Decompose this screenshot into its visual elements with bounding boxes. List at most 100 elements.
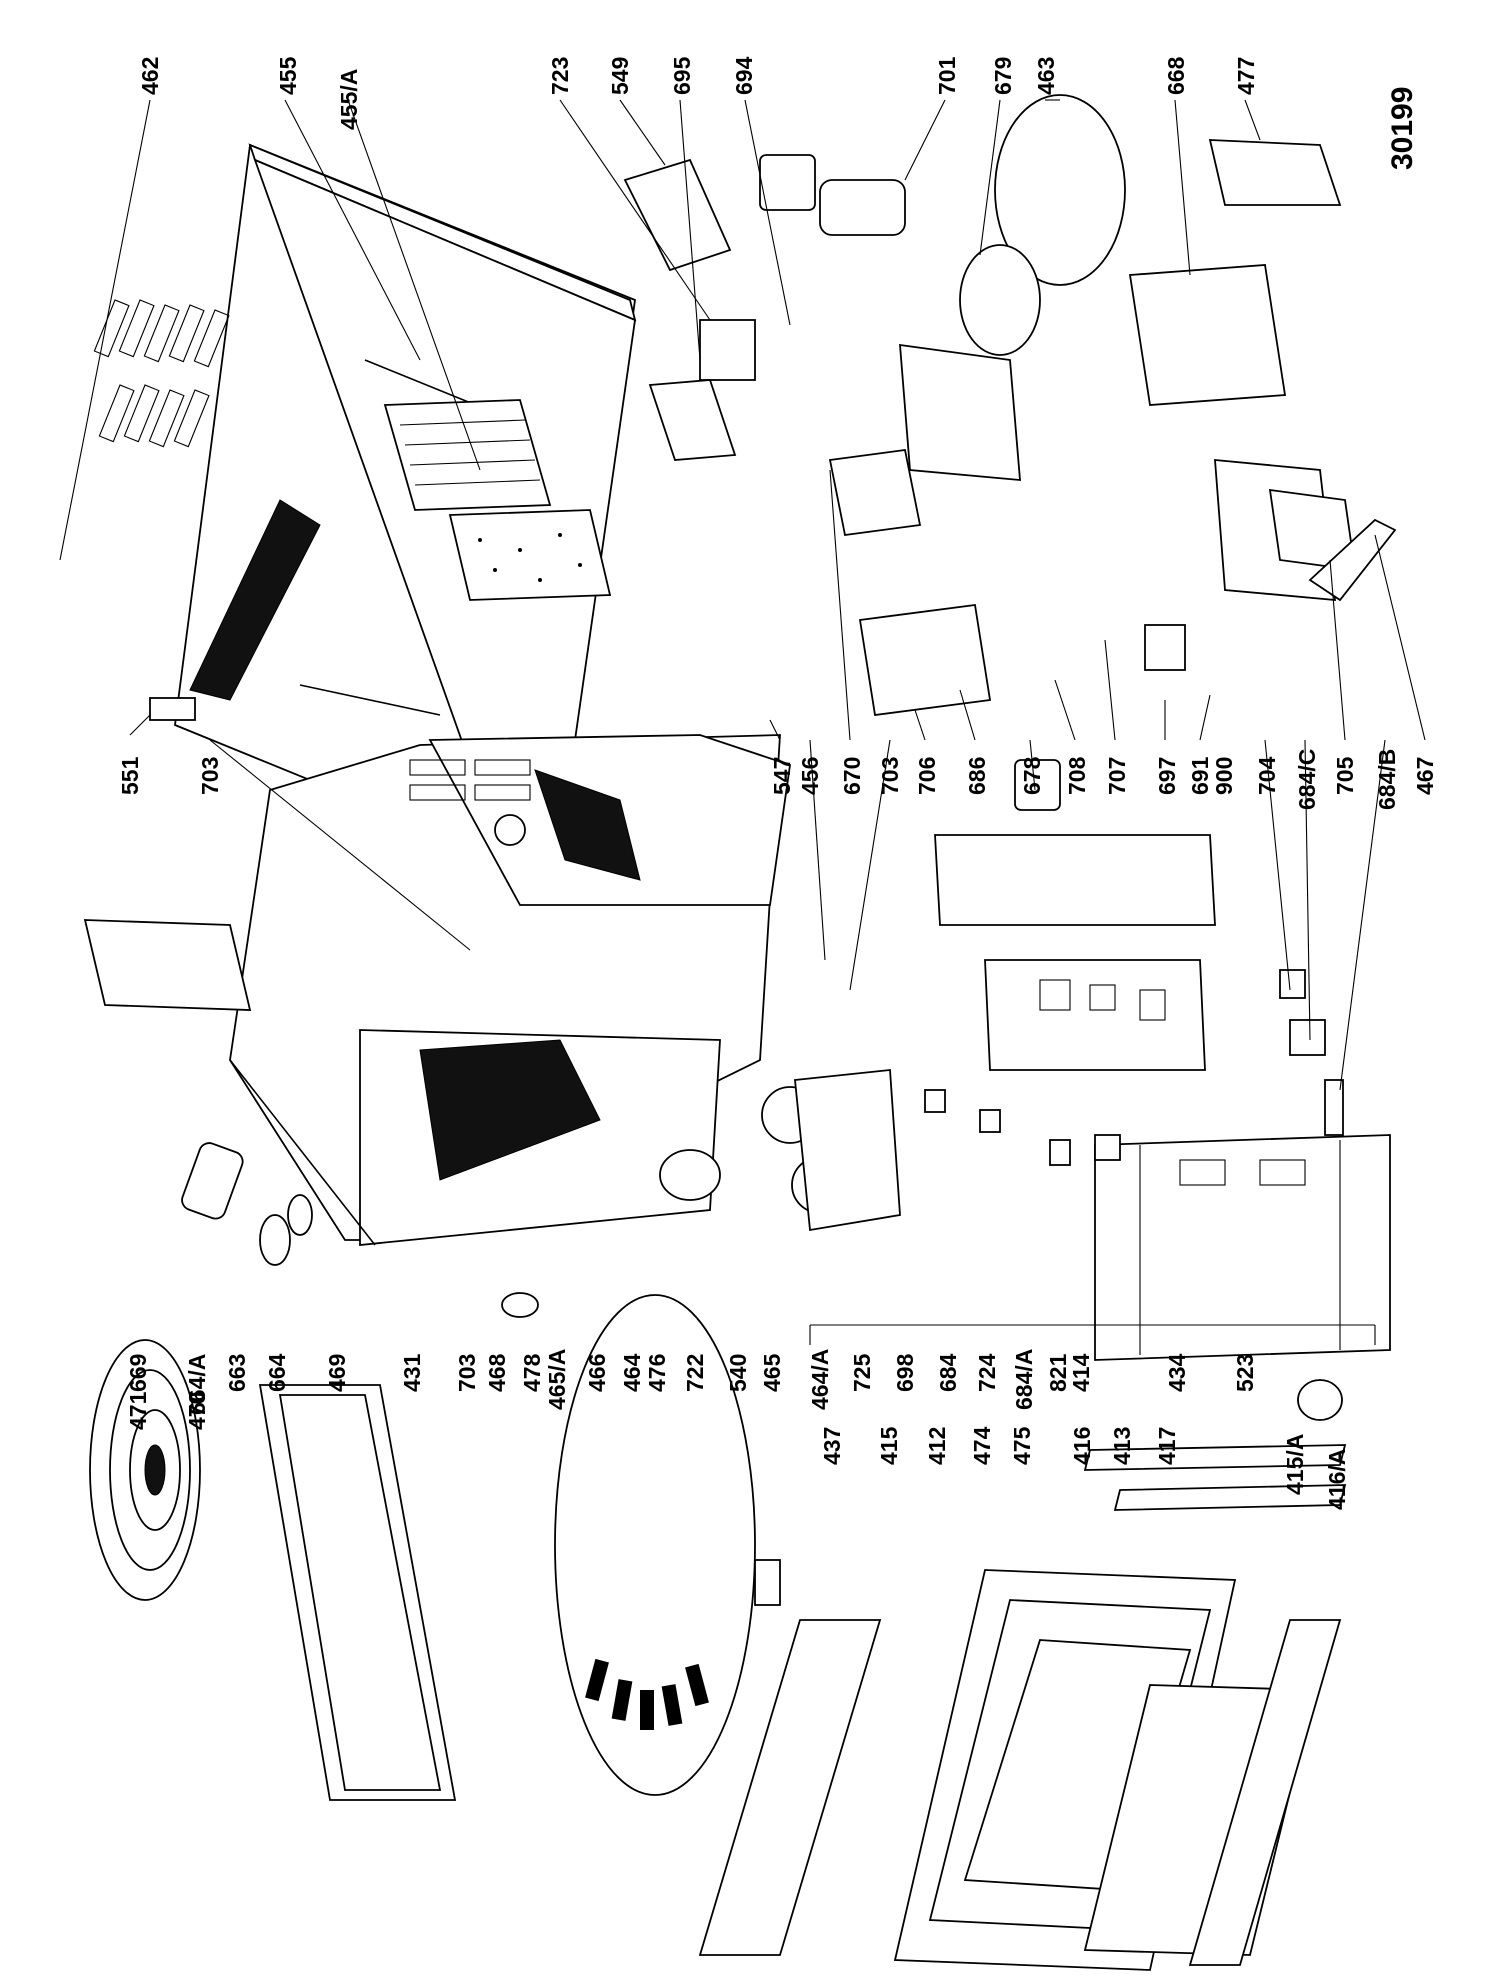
label-707: 707	[1104, 757, 1130, 795]
label-416: 416	[1069, 1427, 1095, 1465]
part-523-knob	[1297, 1379, 1343, 1421]
label-703-b: 703	[877, 757, 903, 795]
part-471-turntable-ring	[89, 1339, 201, 1601]
part-door-strips	[1083, 1444, 1347, 1511]
label-678: 678	[1019, 756, 1045, 795]
label-695: 695	[669, 56, 695, 95]
part-motor-and-gears	[659, 1069, 901, 1232]
document-number: 30199	[1386, 87, 1419, 170]
part-labels: 462 455 455/A 723 549 695 694 701 679 46…	[117, 56, 1438, 1510]
label-462: 462	[137, 57, 163, 95]
label-413: 413	[1109, 1427, 1135, 1465]
label-431: 431	[399, 1353, 425, 1392]
label-417: 417	[1154, 1427, 1180, 1465]
label-470: 470	[184, 1392, 210, 1430]
part-698	[979, 1109, 1001, 1133]
label-456: 456	[797, 757, 823, 795]
label-686: 686	[964, 757, 990, 795]
part-678-motor	[1014, 759, 1061, 811]
label-466: 466	[584, 1354, 610, 1392]
label-663: 663	[224, 1354, 250, 1392]
label-705: 705	[1332, 756, 1358, 795]
label-465a: 465/A	[544, 1349, 570, 1410]
label-474: 474	[969, 1426, 995, 1465]
label-724: 724	[974, 1353, 1000, 1392]
label-679: 679	[990, 57, 1016, 95]
part-701-capacitor	[819, 179, 906, 236]
label-722: 722	[682, 1354, 708, 1392]
label-467: 467	[1412, 757, 1438, 795]
label-463: 463	[1033, 57, 1059, 95]
part-door-assembly	[698, 1569, 1342, 1971]
label-691: 691	[1187, 756, 1213, 795]
part-679-fan	[959, 244, 1041, 356]
label-465: 465	[759, 1353, 785, 1392]
label-412: 412	[924, 1427, 950, 1465]
part-477-bracket	[1208, 139, 1342, 206]
label-478: 478	[519, 1353, 545, 1392]
part-703-thermostat	[501, 1292, 539, 1318]
label-684a: 684/A	[1011, 1349, 1037, 1410]
label-669: 669	[125, 1354, 151, 1392]
label-704: 704	[1254, 756, 1280, 795]
label-821: 821	[1045, 1353, 1071, 1392]
part-551	[149, 697, 196, 721]
part-725	[924, 1089, 946, 1113]
label-547: 547	[769, 757, 795, 795]
label-549: 549	[607, 57, 633, 95]
part-glass-plate	[258, 1384, 457, 1801]
label-551: 551	[117, 756, 143, 795]
label-415a: 415/A	[1282, 1434, 1308, 1495]
label-475: 475	[1009, 1426, 1035, 1465]
part-lamp-assembly	[259, 1194, 313, 1266]
label-703-a: 703	[197, 757, 223, 795]
label-664: 664	[264, 1353, 290, 1392]
label-725: 725	[849, 1353, 875, 1392]
label-477: 477	[1233, 57, 1259, 95]
label-698: 698	[892, 1353, 918, 1392]
part-694-gasket	[759, 154, 816, 211]
part-434-control-panel	[1094, 1134, 1391, 1361]
label-706: 706	[914, 757, 940, 795]
part-463-fan-duct	[994, 94, 1126, 286]
part-669-capacitor	[181, 1142, 244, 1220]
label-415: 415	[876, 1426, 902, 1465]
label-670: 670	[839, 757, 865, 795]
part-707-component	[1144, 624, 1186, 671]
part-686-bracket	[858, 603, 992, 717]
label-684c: 684/C	[1294, 749, 1320, 810]
part-oven-chassis	[229, 734, 791, 1246]
label-708: 708	[1064, 756, 1090, 795]
part-695-bracket	[648, 379, 737, 461]
label-469: 469	[324, 1354, 350, 1392]
label-468: 468	[484, 1353, 510, 1392]
part-465-coupler	[754, 1559, 781, 1606]
label-414: 414	[1068, 1353, 1094, 1392]
label-701: 701	[934, 56, 960, 95]
part-704	[1279, 969, 1306, 999]
part-670-fan-motor	[828, 343, 1021, 537]
label-455a: 455/A	[336, 69, 362, 130]
part-668-transformer	[1128, 264, 1287, 406]
label-476: 476	[644, 1354, 670, 1392]
part-705-magnetron	[1214, 459, 1357, 601]
part-476-turntable	[554, 1294, 756, 1796]
label-694: 694	[731, 56, 757, 95]
part-side-panel	[83, 919, 252, 1011]
part-684c	[1289, 1019, 1326, 1056]
label-723: 723	[547, 57, 573, 95]
label-464: 464	[619, 1353, 645, 1392]
part-outer-cabinet	[93, 143, 637, 882]
label-664a: 664/A	[184, 1354, 210, 1415]
label-523: 523	[1232, 1354, 1258, 1392]
label-434: 434	[1164, 1353, 1190, 1392]
label-471: 471	[125, 1391, 151, 1430]
label-416a: 416/A	[1324, 1449, 1350, 1510]
label-668: 668	[1163, 56, 1189, 95]
part-684a	[1094, 1134, 1121, 1161]
part-684b	[1324, 1079, 1344, 1136]
part-grille-and-filter	[383, 399, 612, 601]
label-464a: 464/A	[807, 1349, 833, 1410]
part-549-cover	[623, 158, 732, 272]
leader-lines	[59, 99, 1426, 1345]
